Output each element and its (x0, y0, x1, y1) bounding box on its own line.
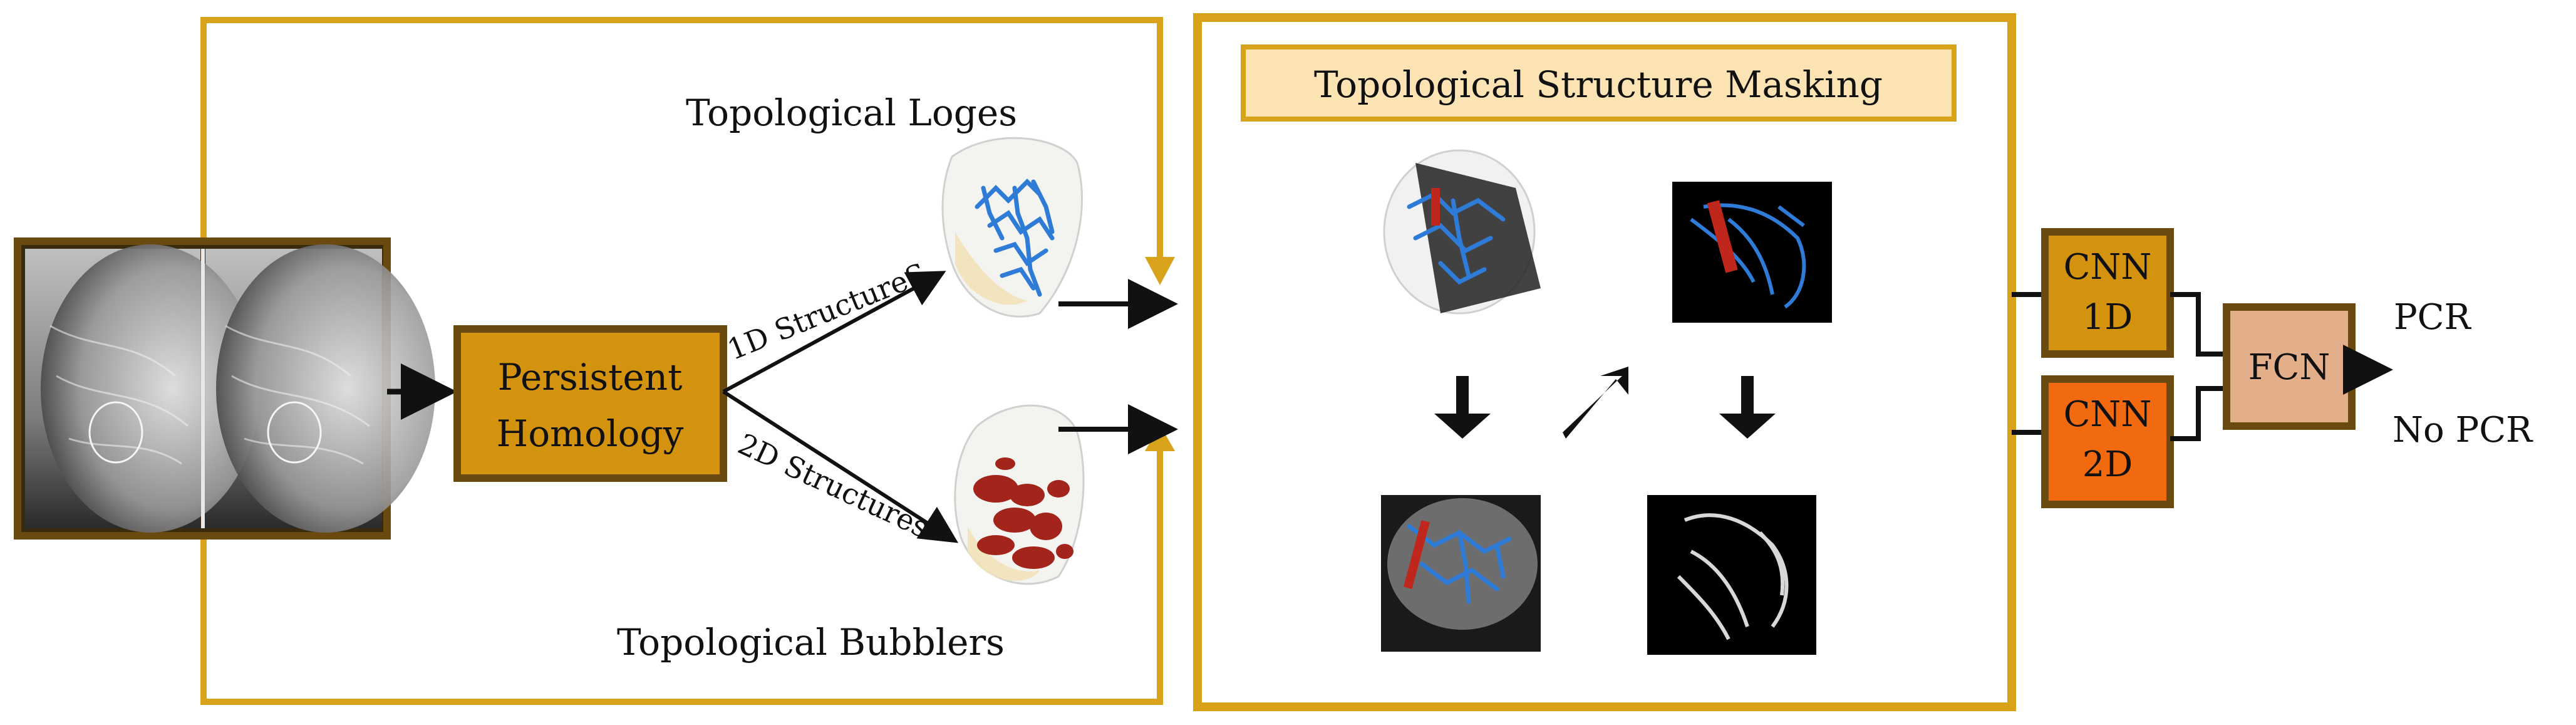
output-no-pcr: No PCR (2392, 410, 2533, 451)
cnn-2d-label-line1: CNN (2064, 394, 2152, 435)
cnn-1d-box: CNN 1D (2041, 228, 2174, 358)
masking-slice-image (1672, 182, 1832, 323)
masking-3d-plane-image (1383, 149, 1541, 315)
thick-arrow-diagonal (1563, 367, 1628, 439)
lesion-marker-left (88, 401, 143, 464)
persistent-label: Persistent (498, 356, 683, 399)
lesion-marker-right (267, 401, 322, 464)
connector-cnn2d-to-fcn (2170, 386, 2227, 441)
thick-arrow-down-right (1719, 376, 1776, 439)
masking-title: Topological Structure Masking (1314, 63, 1883, 106)
cnn-1d-label-line1: CNN (2064, 247, 2152, 288)
structure-1d-label: 1D StructureS (723, 256, 931, 367)
masking-mask-image (1647, 495, 1816, 655)
masking-overlay-image (1381, 495, 1541, 652)
cnn-1d-label-line2: 1D (2082, 297, 2133, 338)
mammogram-images (14, 237, 435, 540)
output-pcr: PCR (2394, 297, 2472, 338)
topological-bubblers-label: Topological Bubblers (617, 621, 1005, 664)
arrow-2d-branch (722, 390, 959, 543)
arrow-1d-branch (722, 271, 946, 394)
cnn-2d-label-line2: 2D (2082, 444, 2133, 485)
topological-loges-label: Topological Loges (686, 91, 1017, 134)
bubblers-3d-image (954, 404, 1085, 585)
connector-cnn1d-to-fcn (2170, 292, 2227, 357)
structure-2d-label: 2D Structures (733, 427, 934, 545)
fcn-label: FCN (2248, 347, 2330, 388)
cnn-2d-box: CNN 2D (2041, 375, 2174, 508)
masking-panel: Topological Structure Masking (1193, 13, 2016, 711)
loges-3d-image (941, 137, 1083, 318)
frame-arrowhead-down (1145, 257, 1175, 285)
fcn-box: FCN (2223, 303, 2356, 430)
thick-arrow-down-left (1434, 376, 1491, 439)
persistent-homology-box: Persistent Homology (453, 325, 727, 482)
masking-title-box (1241, 44, 1957, 122)
homology-label: Homology (497, 412, 684, 455)
